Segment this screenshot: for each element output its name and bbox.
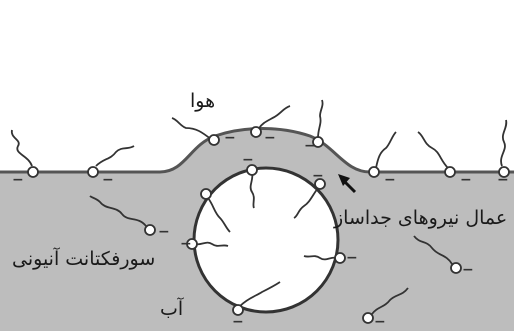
svg-text:−: − bbox=[384, 172, 396, 188]
air-label: هوا bbox=[190, 90, 216, 112]
surface-surfactants bbox=[10, 99, 510, 178]
svg-text:−: − bbox=[232, 314, 244, 330]
svg-text:−: − bbox=[180, 236, 192, 252]
water-label: آب bbox=[160, 298, 184, 320]
svg-text:−: − bbox=[304, 138, 316, 154]
bubble-surfactants bbox=[186, 164, 346, 316]
svg-text:−: − bbox=[224, 130, 236, 146]
svg-text:−: − bbox=[497, 172, 509, 188]
air-water-interface bbox=[0, 127, 514, 174]
svg-text:−: − bbox=[374, 314, 386, 330]
charge-marks: − − − − − − − − − − − − − − − − bbox=[12, 130, 509, 330]
svg-text:−: − bbox=[158, 224, 170, 240]
free-surfactants bbox=[89, 195, 462, 324]
svg-text:−: − bbox=[12, 172, 24, 188]
svg-text:−: − bbox=[102, 172, 114, 188]
separating-force-label: عمال نیروهای جداساز bbox=[334, 207, 508, 229]
svg-text:−: − bbox=[312, 168, 324, 184]
force-arrow bbox=[338, 174, 357, 194]
svg-text:−: − bbox=[460, 172, 472, 188]
svg-text:−: − bbox=[242, 152, 254, 168]
svg-text:−: − bbox=[264, 130, 276, 146]
anionic-surfactant-label: سورفکتانت آنیونی bbox=[12, 248, 156, 270]
svg-text:−: − bbox=[462, 262, 474, 278]
svg-text:−: − bbox=[346, 250, 358, 266]
